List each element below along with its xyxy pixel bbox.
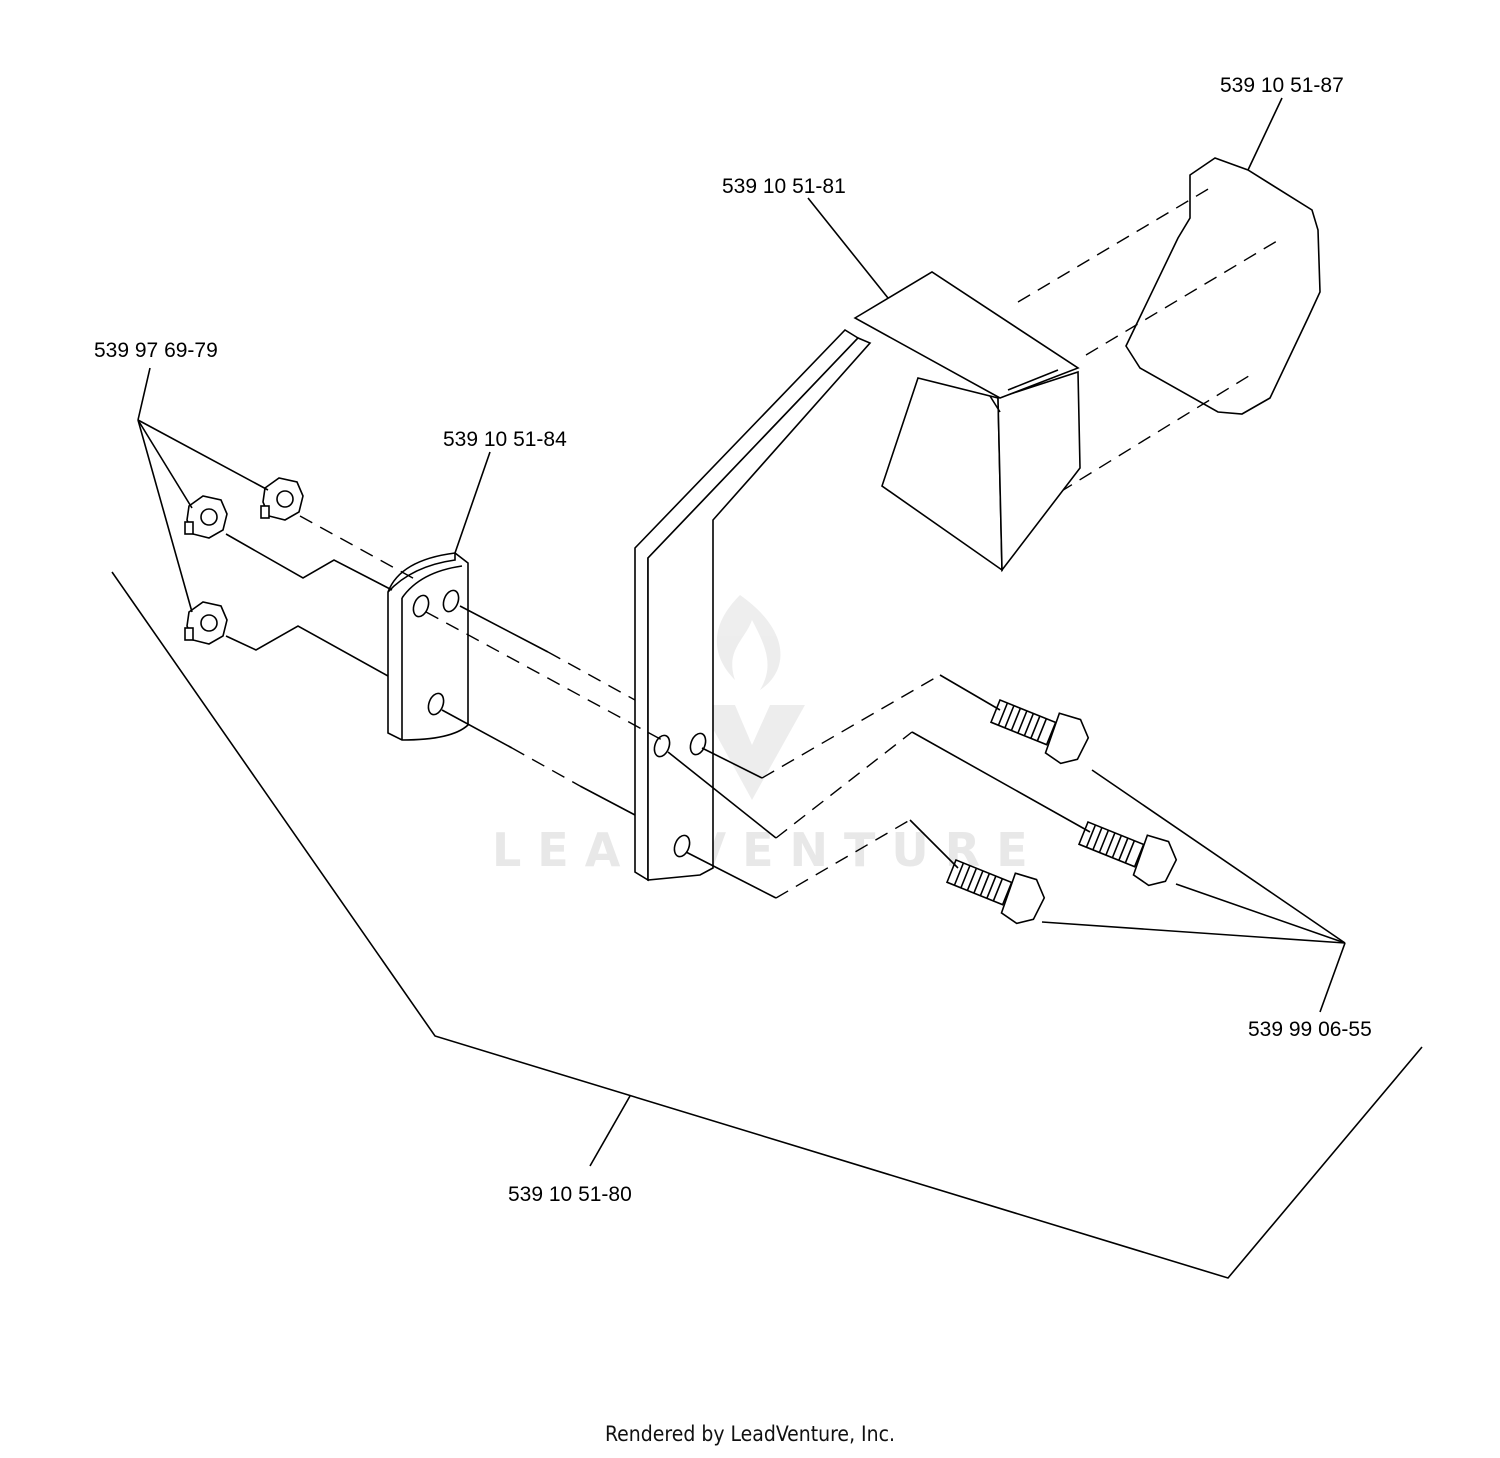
- watermark-flame-icon: [716, 595, 781, 690]
- bolt-3[interactable]: [943, 849, 1050, 929]
- bolt-alignment-line: [685, 851, 777, 899]
- nut-alignment-line: [299, 515, 421, 583]
- watermark-v-icon: [700, 705, 805, 800]
- bolt-alignment-line: [761, 674, 941, 779]
- nut-alignment-line: [225, 533, 393, 591]
- bolt-1[interactable]: [987, 689, 1094, 769]
- nut-3[interactable]: [184, 601, 228, 645]
- nut-2[interactable]: [184, 495, 228, 539]
- arm-hole: [689, 732, 707, 756]
- bolt-alignment-line: [775, 731, 913, 839]
- plate-alignment-line: [579, 785, 636, 816]
- plate-alignment-line: [511, 747, 581, 787]
- bolt-alignment-line: [775, 819, 911, 899]
- nut-1[interactable]: [260, 477, 304, 521]
- plate-alignment-line: [441, 709, 513, 749]
- leader-lines: [111, 97, 1423, 1279]
- label-nut: 539 97 69-79: [94, 339, 218, 362]
- plate-part[interactable]: [387, 552, 469, 741]
- label-plate: 539 10 51-84: [443, 428, 567, 451]
- arm-hole: [673, 834, 691, 858]
- nut-alignment-line: [225, 625, 389, 677]
- guard-alignment-line: [1059, 373, 1253, 493]
- bolt-part[interactable]: [943, 689, 1182, 929]
- guard-alignment-line: [1085, 237, 1283, 356]
- plate-alignment-line: [547, 651, 636, 701]
- bolt-alignment-line: [911, 731, 1091, 833]
- label-guard: 539 10 51-87: [1220, 74, 1344, 97]
- label-housing: 539 10 51-81: [722, 175, 846, 198]
- bolt-alignment-line: [939, 674, 1001, 711]
- bolt-alignment-line: [667, 751, 777, 839]
- bolt-alignment-line: [701, 747, 763, 779]
- watermark-text: LEADVENTURE: [492, 823, 1044, 877]
- arm-hole: [653, 734, 671, 758]
- nut-part[interactable]: [184, 477, 304, 645]
- bolt-2[interactable]: [1075, 811, 1182, 891]
- label-assembly: 539 10 51-80: [508, 1183, 632, 1206]
- watermark: LEADVENTURE: [492, 595, 1044, 877]
- footer-credit: Rendered by LeadVenture, Inc.: [605, 1422, 895, 1446]
- housing-part[interactable]: [634, 271, 1081, 882]
- bolt-alignment-line: [909, 819, 959, 869]
- guard-part[interactable]: [1125, 157, 1321, 415]
- label-bolt: 539 99 06-55: [1248, 1018, 1372, 1041]
- guard-alignment-line: [1017, 184, 1216, 303]
- plate-alignment-line: [459, 605, 549, 653]
